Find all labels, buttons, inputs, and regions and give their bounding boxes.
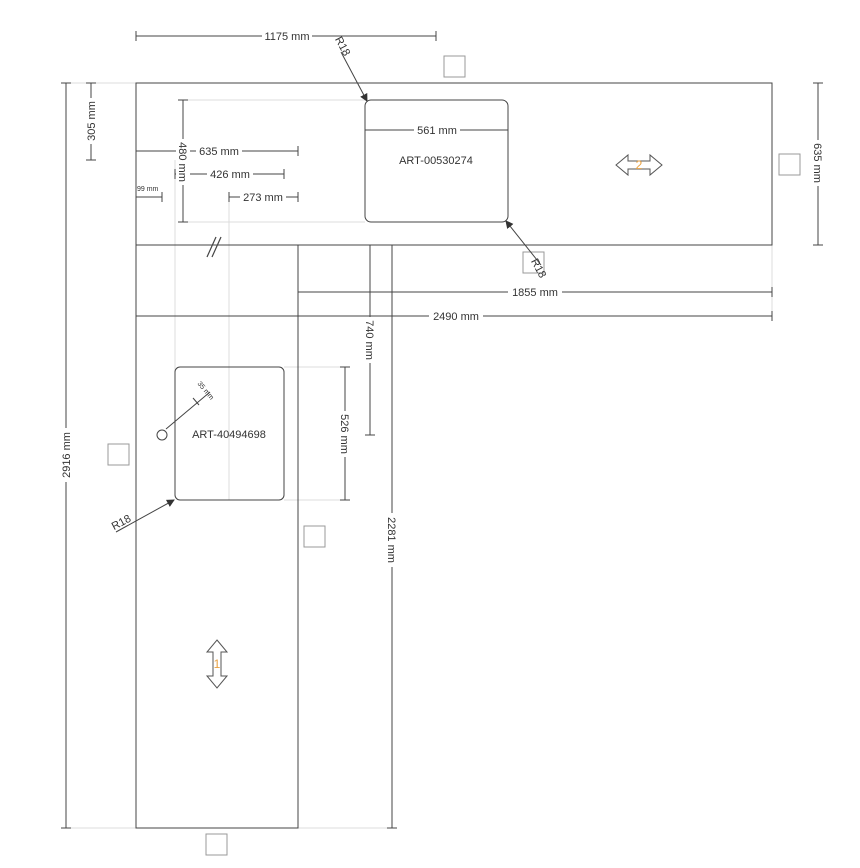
tap-hole[interactable]	[156, 429, 168, 441]
sink-label-top: ART-00530274	[399, 155, 473, 167]
edge-marker-inner-right[interactable]	[303, 525, 326, 548]
sink-cutout-bottom[interactable]	[174, 366, 285, 501]
dim-1175: 1175 mm	[264, 31, 309, 43]
dim-635-mid: 635 mm	[199, 146, 239, 158]
dim-1855: 1855 mm	[512, 287, 558, 299]
edge-marker-top[interactable]	[443, 55, 466, 78]
joint-mark	[206, 236, 222, 258]
dim-526: 526 mm	[338, 414, 350, 454]
dim-561: 561 mm	[417, 125, 457, 137]
dim-426: 426 mm	[210, 169, 250, 181]
edge-marker-inner-top[interactable]	[522, 251, 545, 274]
radius-leaders	[115, 51, 542, 533]
grain-arrow-vertical	[205, 639, 229, 689]
dimension-texts: 1175 mm 561 mm 635 mm 426 mm 273 mm 99 m…	[59, 29, 825, 567]
dim-2281: 2281 mm	[385, 517, 397, 563]
sink-label-bottom: ART-40494698	[192, 429, 266, 441]
dim-635-right: 635 mm	[811, 143, 823, 183]
dim-740: 740 mm	[363, 320, 375, 360]
dim-99: 99 mm	[137, 186, 159, 193]
dim-273: 273 mm	[243, 192, 283, 204]
piece-number-2: 2	[636, 158, 643, 172]
dim-480: 480 mm	[176, 142, 188, 182]
countertop-outline	[135, 82, 773, 829]
piece-number-1: 1	[214, 657, 221, 671]
dim-2916: 2916 mm	[61, 432, 73, 478]
guide-lines	[66, 82, 773, 829]
dim-2490: 2490 mm	[433, 311, 479, 323]
sink-cutout-top[interactable]	[364, 99, 509, 223]
edge-marker-right[interactable]	[778, 153, 801, 176]
dim-305: 305 mm	[86, 101, 98, 141]
edge-marker-left[interactable]	[107, 443, 130, 466]
dim-35: 35 mm	[196, 381, 215, 402]
edge-markers[interactable]	[107, 55, 801, 856]
edge-marker-bottom[interactable]	[205, 833, 228, 856]
radius-label-sink2: R18	[110, 513, 133, 533]
radius-label-top: R18	[332, 35, 352, 58]
grain-arrow-horizontal	[615, 153, 663, 177]
